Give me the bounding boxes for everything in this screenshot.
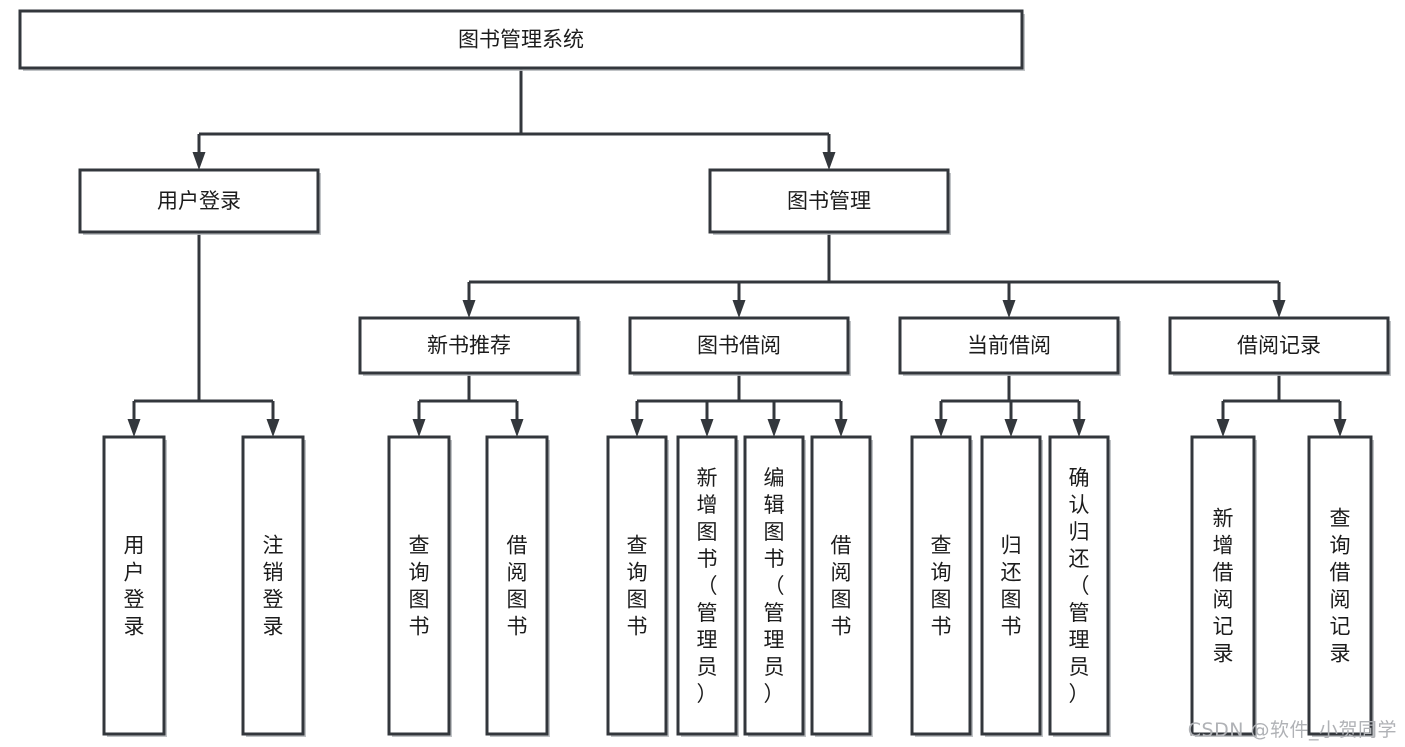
node-root-图书管理系统[interactable]: 图书管理系统 xyxy=(18,9,1025,71)
arrow-head-icon xyxy=(266,419,280,437)
arrow-head-icon xyxy=(1004,419,1018,437)
arrow-head-icon xyxy=(767,419,781,437)
node-leaf-edit-book[interactable]: 编辑图书（管理员） xyxy=(743,435,806,737)
arrow-head-icon xyxy=(192,152,206,170)
csdn-watermark: CSDN @软件_小贺同学 xyxy=(1187,719,1397,741)
node-label: 确认归还（管理员） xyxy=(1069,466,1090,706)
arrow-head-icon xyxy=(834,419,848,437)
box-outline xyxy=(387,435,451,736)
box-outline xyxy=(485,435,549,736)
box-outline xyxy=(1168,316,1390,375)
box-outline xyxy=(1307,435,1373,736)
box-outline xyxy=(980,435,1042,736)
node-borrow-record[interactable]: 借阅记录 xyxy=(1168,316,1391,376)
node-label: 归还图书 xyxy=(1001,534,1022,639)
node-label: 借阅记录 xyxy=(1237,334,1321,358)
arrow-head-icon xyxy=(510,419,524,437)
node-book-borrow[interactable]: 图书借阅 xyxy=(628,316,851,376)
node-label: 注销登录 xyxy=(263,534,284,639)
connector-group-new-book-recommend xyxy=(412,373,524,437)
node-leaf-query-record[interactable]: 查询借阅记录 xyxy=(1307,435,1374,737)
box-outline xyxy=(708,168,950,234)
connector-group-user-login xyxy=(127,232,280,437)
arrow-head-icon xyxy=(1002,300,1016,318)
node-label: 用户登录 xyxy=(124,534,145,639)
node-label: 查询借阅记录 xyxy=(1330,507,1351,666)
arrow-head-icon xyxy=(1216,419,1230,437)
node-label: 编辑图书（管理员） xyxy=(764,466,785,706)
node-leaf-logout[interactable]: 注销登录 xyxy=(241,435,306,737)
arrow-head-icon xyxy=(1333,419,1347,437)
node-label: 查询图书 xyxy=(409,534,430,639)
node-label: 新书推荐 xyxy=(427,334,511,358)
node-leaf-add-record[interactable]: 新增借阅记录 xyxy=(1190,435,1257,737)
node-leaf-borrow-book-1[interactable]: 借阅图书 xyxy=(485,435,550,737)
box-outline xyxy=(628,316,850,375)
arrow-head-icon xyxy=(700,419,714,437)
arrow-head-icon xyxy=(412,419,426,437)
connector-layer xyxy=(127,68,1347,437)
node-label: 查询图书 xyxy=(931,534,952,639)
box-outline xyxy=(78,168,320,234)
arrow-head-icon xyxy=(630,419,644,437)
node-label: 借阅图书 xyxy=(831,534,852,639)
arrow-head-icon xyxy=(822,152,836,170)
box-outline xyxy=(18,9,1024,70)
connector-group-borrow-record xyxy=(1216,373,1347,437)
box-outline xyxy=(810,435,872,736)
connector-group-book-borrow xyxy=(630,373,848,437)
arrow-head-icon xyxy=(1072,419,1086,437)
box-outline xyxy=(1190,435,1256,736)
node-leaf-query-book-2[interactable]: 查询图书 xyxy=(606,435,669,737)
node-new-book-recommend[interactable]: 新书推荐 xyxy=(358,316,581,376)
box-outline xyxy=(102,435,166,736)
arrow-head-icon xyxy=(1272,300,1286,318)
arrow-head-icon xyxy=(934,419,948,437)
box-outline xyxy=(241,435,305,736)
arrow-head-icon xyxy=(462,300,476,318)
box-outline xyxy=(910,435,972,736)
node-label: 查询图书 xyxy=(627,534,648,639)
node-leaf-confirm-return[interactable]: 确认归还（管理员） xyxy=(1048,435,1111,737)
box-outline xyxy=(606,435,668,736)
connector-group-root xyxy=(192,68,836,170)
node-label: 图书借阅 xyxy=(697,334,781,358)
node-label: 新增借阅记录 xyxy=(1213,507,1234,666)
node-label: 当前借阅 xyxy=(967,334,1051,358)
node-label: 新增图书（管理员） xyxy=(697,466,718,706)
box-outline xyxy=(1048,435,1110,736)
arrow-head-icon xyxy=(732,300,746,318)
node-leaf-query-book-1[interactable]: 查询图书 xyxy=(387,435,452,737)
node-user-login[interactable]: 用户登录 xyxy=(78,168,321,235)
node-current-borrow[interactable]: 当前借阅 xyxy=(898,316,1121,376)
node-layer: 图书管理系统用户登录图书管理新书推荐图书借阅当前借阅借阅记录用户登录注销登录查询… xyxy=(18,9,1391,737)
box-outline xyxy=(898,316,1120,375)
node-label: 借阅图书 xyxy=(507,534,528,639)
node-book-management[interactable]: 图书管理 xyxy=(708,168,951,235)
node-leaf-return-book[interactable]: 归还图书 xyxy=(980,435,1043,737)
node-label: 图书管理 xyxy=(787,189,871,213)
node-leaf-query-book-3[interactable]: 查询图书 xyxy=(910,435,973,737)
node-leaf-user-login[interactable]: 用户登录 xyxy=(102,435,167,737)
connector-group-current-borrow xyxy=(934,373,1086,437)
node-leaf-borrow-book-2[interactable]: 借阅图书 xyxy=(810,435,873,737)
node-leaf-add-book[interactable]: 新增图书（管理员） xyxy=(676,435,739,737)
box-outline xyxy=(358,316,580,375)
node-label: 用户登录 xyxy=(157,189,241,213)
box-outline xyxy=(743,435,805,736)
arrow-head-icon xyxy=(127,419,141,437)
box-outline xyxy=(676,435,738,736)
connector-group-book-management xyxy=(462,232,1286,318)
node-label: 图书管理系统 xyxy=(458,28,584,52)
